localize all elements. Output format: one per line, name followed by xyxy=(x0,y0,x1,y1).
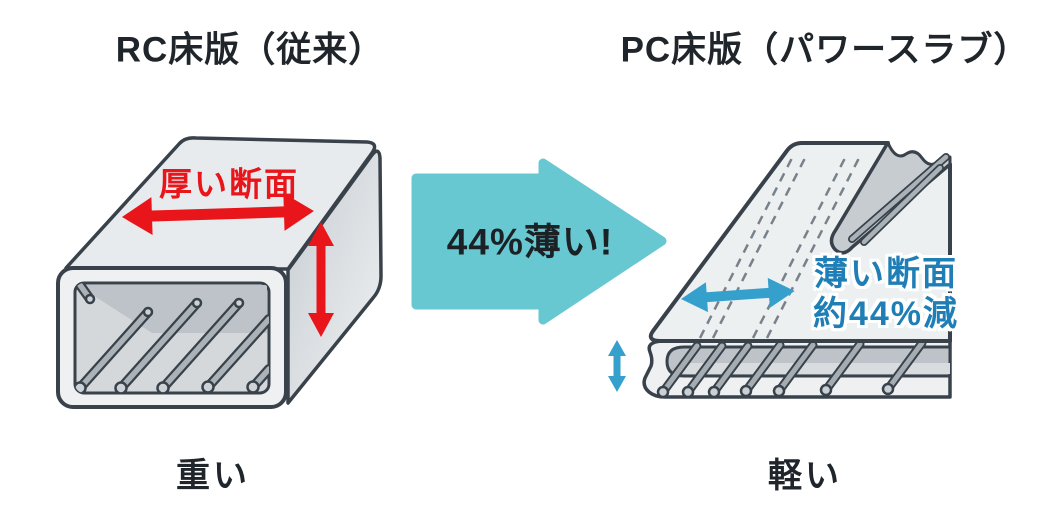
pc-rebars xyxy=(656,338,927,399)
thin-section-label-line2: 約44%減 xyxy=(812,295,960,333)
width-arrow-red-icon xyxy=(122,192,314,236)
thin-section-label-line1: 薄い断面 xyxy=(814,255,958,293)
pc-title: PC床版（パワースラブ） xyxy=(620,30,1030,70)
thin-section-label: 薄い断面 約44%減 xyxy=(813,254,959,334)
rc-title: RC床版（従来） xyxy=(115,30,385,70)
rc-rebars xyxy=(75,283,269,393)
width-arrow-teal-icon xyxy=(681,277,795,313)
pc-channel-strands xyxy=(848,153,950,246)
light-label: 軽い xyxy=(768,457,842,495)
pc-hollow-slot-floor xyxy=(678,363,950,374)
pc-slab-illustration xyxy=(608,141,952,399)
rc-slab-illustration xyxy=(56,136,383,409)
transition-arrow xyxy=(411,158,667,325)
thickness-arrow-red-icon xyxy=(308,222,334,337)
rc-top-face xyxy=(64,136,377,271)
thickness-arrow-teal-icon xyxy=(608,340,626,392)
pc-guide-dashes xyxy=(698,157,861,339)
transition-arrow-label: 44%薄い! xyxy=(446,221,614,263)
thick-section-label: 厚い断面 xyxy=(159,165,299,203)
heavy-label: 重い xyxy=(176,457,250,495)
rc-right-face xyxy=(286,149,383,405)
